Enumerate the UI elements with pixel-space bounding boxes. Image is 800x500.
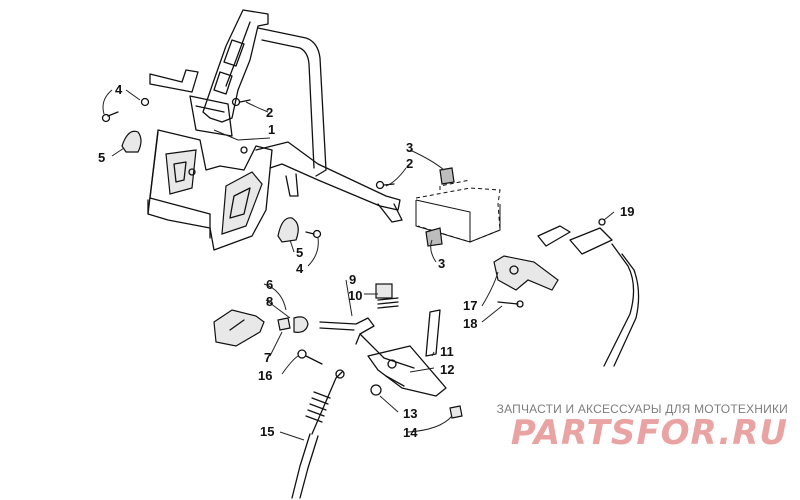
spring-10 [375, 283, 399, 309]
shift-knob [213, 309, 265, 347]
leader-lines [102, 89, 615, 441]
screw-2-upper [231, 97, 251, 107]
shifter-mount-bracket [147, 9, 403, 251]
callout-17: 17 [463, 298, 477, 313]
cable-15 [291, 369, 345, 499]
callout-7: 7 [264, 350, 271, 365]
nut-14 [449, 405, 463, 419]
callout-5-upper: 5 [98, 150, 105, 165]
callout-8: 8 [266, 294, 273, 309]
bolt-4-lower [305, 229, 322, 239]
bolt-4-upper [101, 111, 119, 123]
cable-bracket-17 [493, 255, 559, 291]
clamp-5-right [277, 217, 299, 243]
callout-6: 6 [266, 277, 273, 292]
callout-18: 18 [463, 316, 477, 331]
callout-10: 10 [348, 288, 362, 303]
callout-3-lower: 3 [438, 256, 445, 271]
cable-end-19 [537, 218, 640, 367]
callout-13: 13 [403, 406, 417, 421]
callout-14: 14 [403, 425, 418, 440]
callout-12: 12 [440, 362, 454, 377]
jam-nut-7 [277, 317, 291, 331]
callout-9: 9 [349, 272, 356, 287]
bolt-18 [497, 300, 524, 308]
callout-15: 15 [260, 424, 274, 439]
callout-11: 11 [440, 344, 454, 359]
bolt-11 [425, 309, 441, 357]
callout-3-upper: 3 [406, 140, 413, 155]
knob-insert-8 [293, 316, 309, 333]
callout-labels: 1 2 2 3 3 4 4 5 5 6 7 8 9 10 11 12 13 14… [98, 82, 634, 440]
bushing-13 [370, 384, 382, 396]
clamp-5-left [121, 130, 142, 153]
shift-lever-9 [319, 317, 415, 369]
callout-4-upper: 4 [115, 82, 123, 97]
bolt-16 [297, 349, 323, 365]
watermark-logo: PARTSFOR.RU [510, 413, 788, 453]
watermark-tagline: ЗАПЧАСТИ И АКСЕССУАРЫ ДЛЯ МОТОТЕХНИКИ [496, 402, 788, 416]
washer-upper-left [140, 97, 150, 107]
callout-1: 1 [268, 122, 275, 137]
chassis-mount-section [415, 167, 501, 247]
callout-16: 16 [258, 368, 272, 383]
callout-2-lower: 2 [406, 156, 413, 171]
callout-5-lower: 5 [296, 245, 303, 260]
pivot-bracket-12 [367, 345, 447, 397]
callout-4-lower: 4 [296, 261, 304, 276]
callout-2-upper: 2 [266, 105, 273, 120]
callout-19: 19 [620, 204, 634, 219]
